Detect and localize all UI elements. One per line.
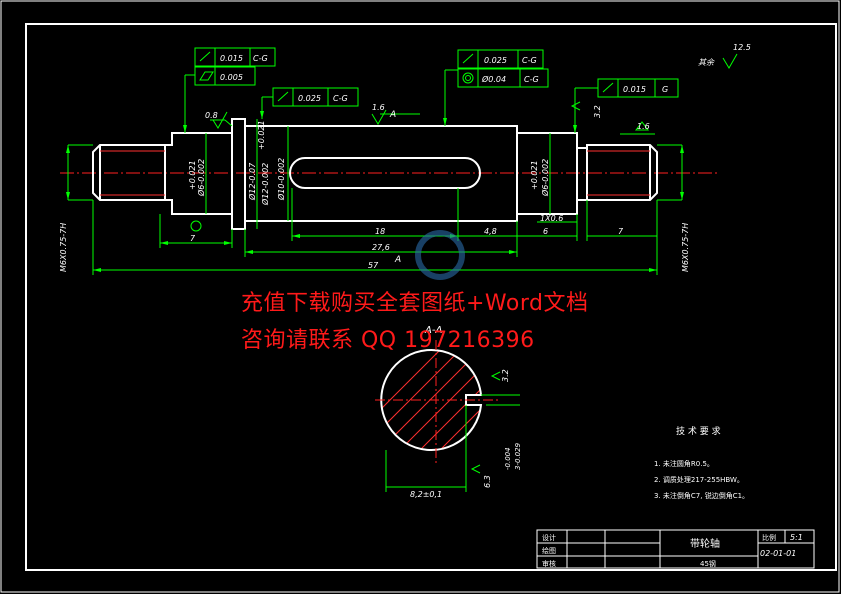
dim-chamfer: 1X0.6	[540, 214, 563, 223]
dim-section-width: 8,2±0,1	[410, 490, 442, 499]
tol-center-1-datum: C-G	[522, 56, 537, 65]
dim-left-bearing-tol: +0.021	[188, 160, 197, 190]
tol-left-mid-value: 0.025	[298, 94, 321, 103]
dim-len-27-6: 27,6	[372, 243, 390, 252]
section-arrow-top: A	[389, 110, 396, 120]
thread-lines	[100, 150, 650, 196]
dim-key-1: Ø12-0.002	[260, 163, 270, 206]
tech-req-item-3: 3. 未注倒角C7, 锐边倒角C1。	[654, 491, 749, 500]
dim-thread-left: M6X0.75-7H	[59, 223, 68, 272]
tol-center-1-value: 0.025	[484, 56, 507, 65]
roughness-r3: 3.2	[593, 105, 602, 118]
tol-center-2-value: Ø0.04	[481, 74, 506, 84]
tech-req-item-2: 2. 调质处理217-255HBW。	[654, 475, 744, 484]
tb-scale-value: 5:1	[790, 533, 803, 542]
datum-marker	[190, 220, 202, 232]
watermark-line-2: 咨询请联系 QQ 197216396	[241, 328, 535, 353]
tol-left-1-datum: C-G	[253, 54, 268, 63]
roughness-general: 12.5	[733, 43, 751, 52]
dim-len-7-left: 7	[190, 234, 196, 243]
dim-right-bearing: Ø6-0.002	[540, 159, 550, 197]
tol-right-value: 0.015	[623, 85, 646, 94]
shaft-outline	[92, 118, 658, 230]
tb-part-name: 带轮轴	[690, 537, 720, 550]
dim-shoulder: Ø12-0.07	[247, 162, 257, 201]
dim-key-tol: +0.021	[257, 120, 266, 150]
section-label: A-A	[424, 325, 442, 336]
tech-req-item-1: 1. 未注圆角R0.5。	[654, 459, 714, 468]
tb-reviewed: 审核	[542, 559, 556, 568]
dim-len-7-right: 7	[618, 227, 624, 236]
roughness-r5: 3.2	[501, 369, 510, 382]
dimension-lines	[67, 69, 683, 275]
title-block	[536, 529, 815, 569]
watermark-logo	[415, 230, 465, 280]
tb-material: 45钢	[700, 559, 716, 568]
roughness-r1: 0.8	[205, 111, 218, 120]
tb-drawn: 绘图	[542, 546, 556, 555]
tb-drawing-number: 02-01-01	[760, 549, 796, 558]
dim-len-6: 6	[543, 227, 548, 236]
tolerance-frames	[194, 47, 679, 107]
tol-right-datum: G	[662, 85, 668, 94]
section-view	[375, 340, 520, 492]
dim-section-depth-2: 3-0.029	[514, 442, 522, 470]
dim-len-18: 18	[375, 227, 385, 236]
tol-left-1-value: 0.015	[220, 54, 243, 63]
tb-scale-label: 比例	[762, 533, 776, 542]
roughness-note: 其余	[698, 58, 715, 67]
roughness-r2: 1.6	[372, 103, 385, 112]
tb-designed: 设计	[542, 533, 556, 542]
tech-req-title: 技 术 要 求	[676, 425, 721, 437]
dim-right-bearing-tol: +0.021	[530, 160, 539, 190]
roughness-symbols	[212, 53, 738, 474]
tol-left-2-value: 0.005	[220, 73, 243, 82]
dim-len-4-8: 4,8	[484, 227, 497, 236]
tol-center-2-datum: C-G	[524, 75, 539, 84]
dim-left-bearing: Ø6-0.002	[196, 159, 206, 197]
keyway-slot	[289, 157, 481, 189]
watermark-line-1: 充值下载购买全套图纸+Word文档	[241, 291, 589, 316]
roughness-r6: 6.3	[483, 475, 492, 488]
inner-border	[25, 23, 837, 571]
dim-section-depth-1: -0.004	[504, 447, 512, 470]
dimension-arrows	[66, 111, 684, 272]
section-arrow-bottom: A	[394, 255, 401, 265]
dim-key-2: Ø10-0.002	[276, 158, 286, 201]
roughness-r4: 1.6	[637, 122, 650, 131]
dim-len-57: 57	[368, 261, 379, 270]
tol-left-mid-datum: C-G	[333, 94, 348, 103]
dim-thread-right: M6X0.75-7H	[681, 223, 690, 272]
